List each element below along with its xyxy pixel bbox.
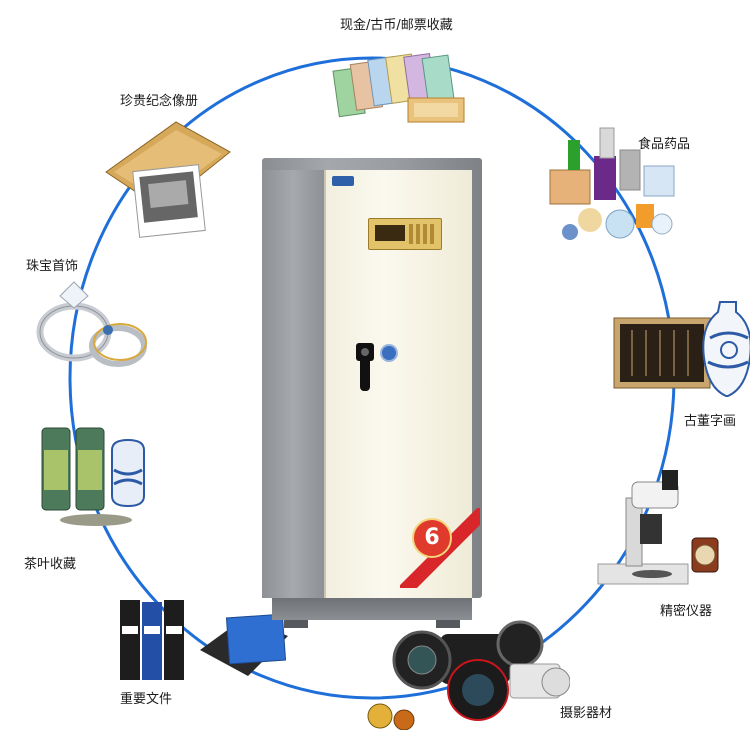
antiques-label: 古董字画	[684, 414, 737, 429]
camera-equipment-image	[360, 604, 571, 731]
documents-label: 重要文件	[120, 692, 173, 707]
album-label: 珍贵纪念像册	[120, 94, 199, 109]
jewelry-image	[24, 278, 150, 374]
warranty-seal: 6	[412, 518, 452, 558]
tea-label: 茶叶收藏	[24, 557, 77, 572]
food-label: 食品药品	[638, 137, 691, 152]
cabinet-foot-right	[436, 620, 460, 628]
currency-label: 现金/古币/邮票收藏	[340, 18, 453, 33]
camera-label: 摄影器材	[560, 706, 613, 721]
control-panel	[368, 218, 442, 250]
antiques-image	[612, 298, 750, 402]
cabinet-side-panel	[262, 170, 324, 598]
food-medicine-image	[540, 120, 690, 250]
instruments-label: 精密仪器	[660, 604, 713, 619]
currency-collection-image	[330, 48, 470, 128]
keypad	[409, 224, 435, 244]
dry-cabinet: 6	[262, 158, 482, 628]
door-handle-icon	[356, 343, 374, 391]
tea-collection-image	[36, 420, 158, 528]
display-screen	[375, 225, 405, 241]
photo-album-image	[96, 112, 236, 242]
cabinet-base	[272, 598, 472, 620]
cabinet-foot-left	[284, 620, 308, 628]
documents-image	[116, 596, 292, 686]
brand-badge	[332, 176, 354, 186]
lock-icon	[380, 344, 398, 362]
instruments-image	[592, 468, 730, 588]
jewelry-label: 珠宝首饰	[26, 259, 79, 274]
